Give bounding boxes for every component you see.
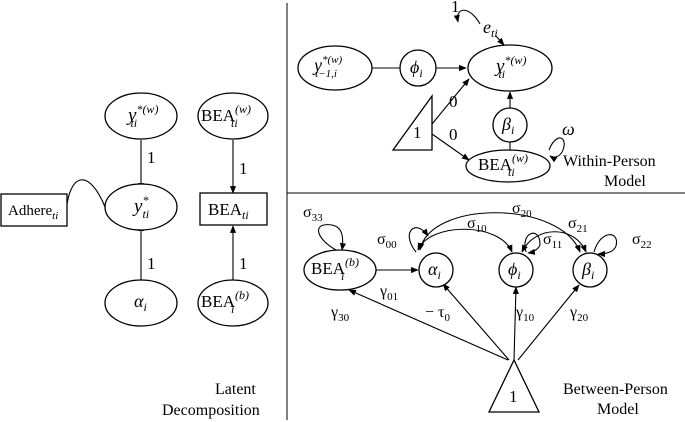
edge-const-to-alpha	[442, 283, 510, 361]
node-bea-within-label: BEA(w)ti	[201, 102, 251, 130]
within-title-line1: Within-Person	[563, 153, 656, 170]
within-title-line2: Model	[604, 173, 646, 190]
node-y-lag	[297, 45, 373, 91]
constant-triangle-within	[391, 93, 433, 151]
edge-const-to-bea-between	[348, 289, 509, 361]
var-alpha-loop	[408, 227, 429, 253]
omega-label: ω	[562, 119, 575, 139]
error-variance-loop	[453, 9, 481, 25]
sigma00-label: σ00	[377, 231, 397, 251]
sigma33-label: σ33	[303, 204, 323, 224]
edge-error-to-y	[495, 35, 505, 46]
node-y-within-model-label: y*(w)ti	[494, 53, 526, 81]
sigma10-label: σ10	[467, 215, 487, 235]
node-bea-within-model	[465, 149, 551, 183]
node-bea-within-model-label: BEA(w)ti	[478, 151, 528, 179]
var-bea-between-loop	[318, 224, 347, 251]
sigma21-label: σ21	[568, 215, 588, 235]
cov-alpha-beta-arc	[418, 212, 581, 253]
node-beta-within-label: βi	[501, 114, 514, 137]
node-error-label: eti	[483, 17, 498, 40]
constant-between-label: 1	[509, 387, 518, 406]
gamma20-label: γ20	[569, 304, 589, 324]
node-bea-within	[197, 92, 269, 140]
path-const-bea-label: 0	[449, 125, 458, 144]
edge-y-star-to-adhere	[61, 179, 106, 221]
node-bea-observed	[199, 192, 268, 226]
node-phi-between	[498, 252, 534, 288]
edge-const-to-beta	[517, 284, 580, 361]
path-const-y-label: 0	[449, 92, 458, 111]
tau0-label: − τ0	[425, 304, 450, 324]
cov-phi-beta-arc	[521, 231, 587, 253]
omega-variance-loop	[548, 137, 565, 163]
edge-const-to-bea	[431, 133, 470, 161]
node-phi-between-label: ϕi	[508, 259, 521, 282]
constant-triangle-between	[487, 358, 541, 413]
node-bea-between-model-label: BEA(b)i	[311, 255, 359, 283]
gamma30-label: γ30	[330, 304, 350, 324]
sigma20-label: σ20	[512, 200, 532, 220]
cov-alpha-phi-arc	[417, 228, 513, 253]
latent-title-line2: Decomposition	[162, 402, 260, 419]
var-beta-loop	[593, 234, 617, 258]
constant-within-label: 1	[413, 123, 422, 142]
node-y-within	[104, 92, 178, 140]
loading-bea-between: 1	[239, 254, 248, 273]
node-alpha-between	[418, 252, 454, 288]
var-phi-loop	[524, 232, 541, 255]
node-alpha-between-label: αi	[428, 259, 441, 282]
node-beta-between	[572, 252, 608, 288]
edge-const-to-y	[431, 78, 470, 125]
latent-title-line1: Latent	[215, 381, 256, 398]
node-adhere	[0, 193, 68, 227]
loading-bea-within: 1	[239, 159, 248, 178]
between-title-line1: Between-Person	[563, 381, 668, 398]
node-bea-between	[197, 279, 269, 327]
node-bea-between-model	[303, 249, 377, 291]
between-person-panel: σ33 σ00 σ10 σ20 σ11 σ21 σ22 γ01 γ30 − τ0…	[303, 200, 668, 418]
within-person-panel: 0 0 1 ω eti y*(w)t−1,i ϕi y*(w)ti βi	[297, 0, 656, 190]
loading-alpha: 1	[147, 254, 156, 273]
between-title-line2: Model	[597, 401, 639, 418]
loading-y-within: 1	[147, 148, 156, 167]
node-alpha-label: αi	[134, 291, 147, 314]
node-y-lag-label: y*(w)t−1,i	[312, 54, 343, 80]
node-bea-between-label: BEA(b)i	[201, 288, 249, 316]
node-adhere-label: Adhereti	[8, 203, 58, 222]
node-y-star-label: y*ti	[132, 193, 149, 221]
edge-const-to-phi	[512, 286, 519, 361]
gamma10-label: γ10	[515, 304, 535, 324]
node-y-within-model	[467, 44, 553, 92]
node-beta-between-label: βi	[581, 259, 594, 282]
gamma01-label: γ01	[379, 283, 398, 303]
node-phi-within-label: ϕi	[410, 57, 423, 80]
node-phi-within	[399, 49, 437, 87]
error-variance-label: 1	[451, 0, 460, 16]
sigma11-label: σ11	[543, 231, 562, 251]
node-beta-within	[492, 107, 528, 143]
node-y-within-label: y*(w)ti	[126, 102, 158, 130]
latent-decomposition-panel: 1 1 1 1 y*(w)ti BEA(w)ti y*ti BEAti Adhe…	[0, 92, 269, 419]
node-alpha	[104, 279, 178, 327]
node-y-star	[104, 183, 178, 231]
node-bea-observed-label: BEAti	[208, 200, 249, 222]
sigma22-label: σ22	[632, 231, 652, 251]
